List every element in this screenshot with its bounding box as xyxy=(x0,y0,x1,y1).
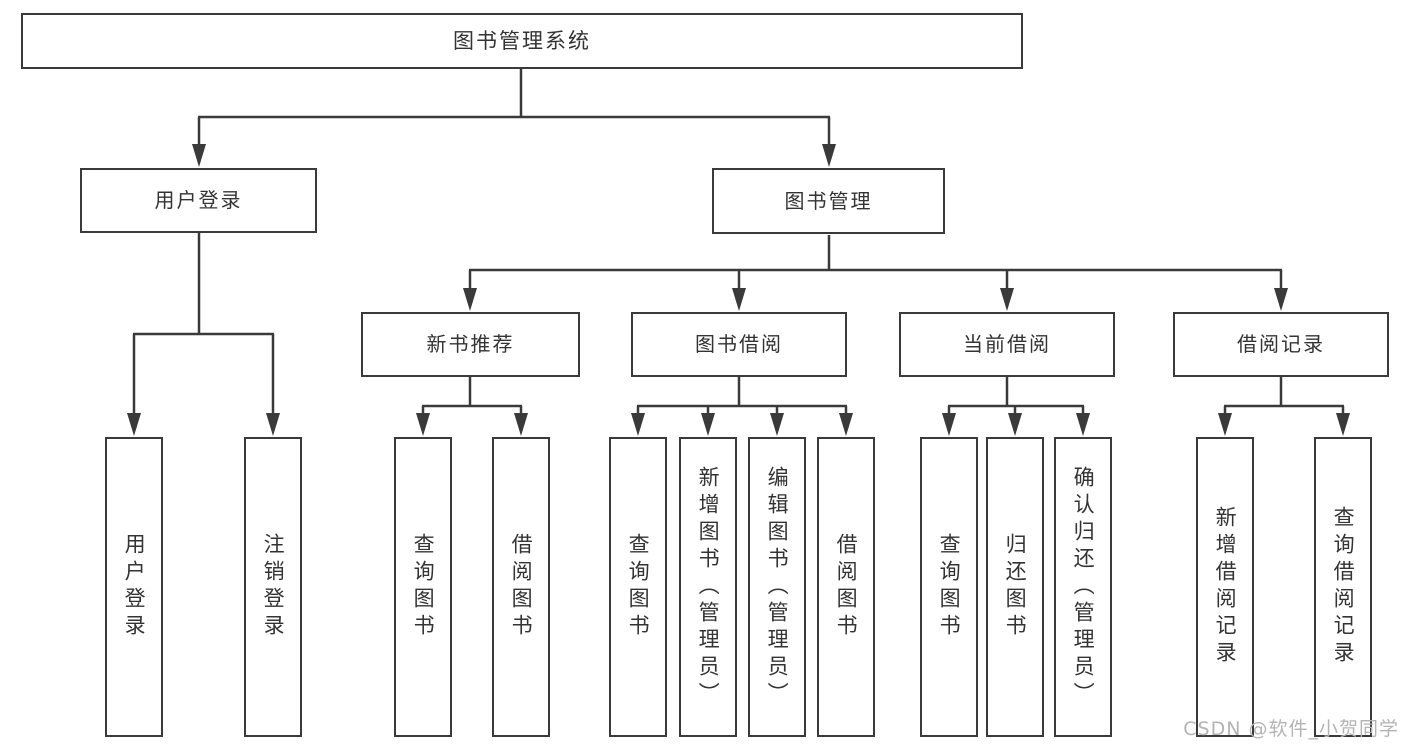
node-library-management-system: 图书管理系统 xyxy=(21,13,1023,69)
arrowhead xyxy=(822,144,836,167)
arrowhead xyxy=(127,413,141,436)
leaf-confirm-return-admin: 确认归还（管理员） xyxy=(1054,437,1112,737)
arrowhead xyxy=(1000,288,1014,311)
arrowhead xyxy=(770,413,784,436)
arrowhead xyxy=(732,288,746,311)
connector-tree-path xyxy=(132,69,1345,415)
leaf-recommend-borrow-books: 借阅图书 xyxy=(492,437,550,737)
leaf-recommend-query-books: 查询图书 xyxy=(394,437,452,737)
arrowhead xyxy=(1008,413,1022,436)
leaf-user-login: 用户登录 xyxy=(105,437,163,737)
csdn-watermark: CSDN @软件_小贺同学 xyxy=(1183,718,1399,740)
node-book-management: 图书管理 xyxy=(712,168,945,234)
arrowhead xyxy=(192,144,206,167)
leaf-add-borrow-record: 新增借阅记录 xyxy=(1196,437,1254,737)
arrowhead xyxy=(839,413,853,436)
leaf-add-books-admin: 新增图书（管理员） xyxy=(679,437,737,737)
leaf-query-borrow-record: 查询借阅记录 xyxy=(1314,437,1372,737)
arrowhead xyxy=(631,413,645,436)
node-book-borrowing: 图书借阅 xyxy=(631,312,847,377)
leaf-return-books: 归还图书 xyxy=(986,437,1044,737)
arrowhead xyxy=(463,288,477,311)
leaf-logout: 注销登录 xyxy=(244,437,302,737)
node-user-login: 用户登录 xyxy=(80,168,317,233)
arrowhead xyxy=(416,413,430,436)
arrowheads xyxy=(127,144,1350,436)
arrowhead xyxy=(701,413,715,436)
node-new-book-recommendation: 新书推荐 xyxy=(361,312,580,377)
arrowhead xyxy=(266,413,280,436)
leaf-current-query-books: 查询图书 xyxy=(920,437,978,737)
arrowhead xyxy=(1218,413,1232,436)
node-borrowing-records: 借阅记录 xyxy=(1173,312,1389,377)
arrowhead xyxy=(1336,413,1350,436)
leaf-edit-books-admin: 编辑图书（管理员） xyxy=(748,437,806,737)
arrowhead xyxy=(1274,288,1288,311)
arrowhead xyxy=(942,413,956,436)
leaf-borrowing-query-books: 查询图书 xyxy=(609,437,667,737)
arrowhead xyxy=(514,413,528,436)
node-current-borrowing: 当前借阅 xyxy=(899,312,1115,377)
leaf-borrowing-borrow-books: 借阅图书 xyxy=(817,437,875,737)
arrowhead xyxy=(1076,413,1090,436)
